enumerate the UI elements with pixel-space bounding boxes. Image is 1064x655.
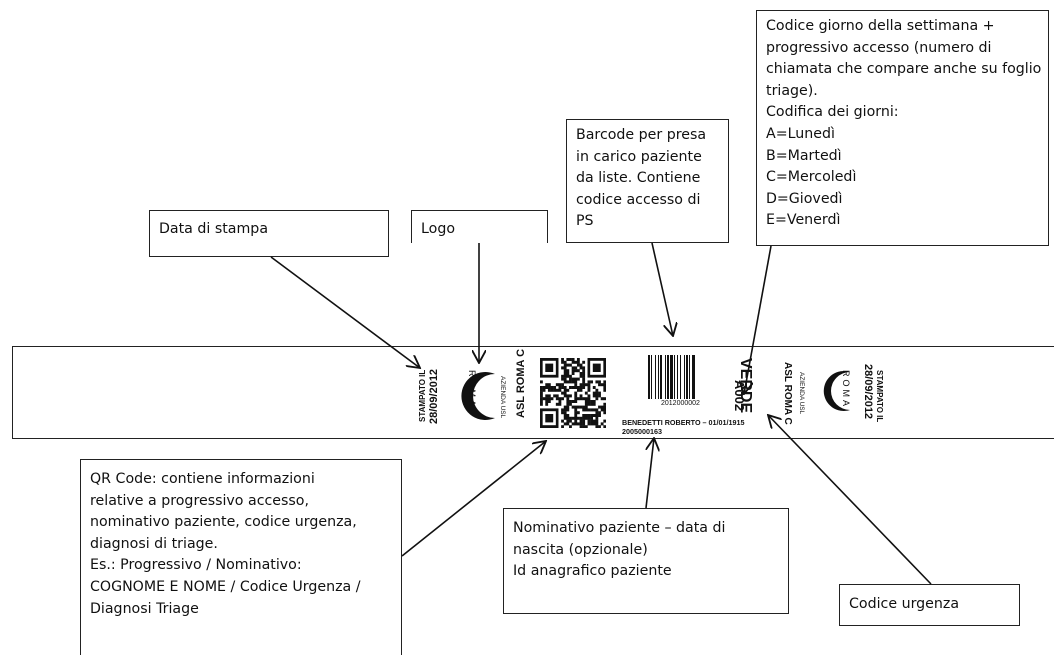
callout-line: progressivo accesso (numero di: [766, 39, 992, 56]
callout-line: da liste. Contiene: [576, 170, 701, 187]
callout-line: in carico paziente: [576, 148, 702, 165]
callout-line: Diagnosi Triage: [90, 600, 199, 617]
callout-line: QR Code: contiene informazioni: [90, 471, 315, 487]
arrow-nominativo: [645, 438, 654, 509]
callout-line: codice accesso di: [576, 191, 701, 208]
callout-text: Data di stampa: [159, 221, 269, 237]
barcode: [646, 355, 714, 407]
callout-text: Logo: [421, 221, 456, 237]
patient-name-birth: BENEDETTI ROBERTO – 01/01/1915: [622, 418, 745, 427]
callout-line: chiamata che compare anche su foglio: [766, 61, 1042, 78]
callout-line: nominativo paziente, codice urgenza,: [90, 514, 357, 531]
logo-right: [816, 366, 856, 416]
callout-line: B=Martedì: [766, 147, 842, 164]
callout-line: Id anagrafico paziente: [513, 563, 672, 580]
arrow-qr-code: [401, 441, 546, 557]
callout-line: PS: [576, 213, 594, 230]
arrow-codice-giorno: [744, 245, 772, 394]
callout-line: diagnosi di triage.: [90, 535, 218, 552]
barcode-number: 2012000002: [661, 400, 700, 407]
logo-left: [455, 366, 501, 426]
arrow-barcode: [651, 242, 673, 336]
arrow-codice-urgenza: [768, 415, 932, 585]
qr-code: [540, 358, 607, 429]
callout-line: Codice giorno della settimana +: [766, 18, 995, 34]
callout-line: COGNOME E NOME / Codice Urgenza /: [90, 578, 361, 595]
arrow-data-stampa: [270, 256, 420, 368]
callout-line: Codifica dei giorni:: [766, 104, 899, 121]
callout-barcode: Barcode per presa in carico paziente da …: [566, 119, 729, 243]
callout-line: triage).: [766, 82, 818, 99]
wristband: [12, 346, 1054, 439]
callout-qr-code: QR Code: contiene informazioni relative …: [80, 459, 402, 655]
callout-line: A=Lunedì: [766, 125, 835, 142]
callout-logo: Logo: [411, 210, 548, 243]
callout-text: Codice urgenza: [849, 596, 960, 612]
callout-codice-giorno: Codice giorno della settimana + progress…: [756, 10, 1049, 246]
patient-id: 2005000163: [622, 427, 662, 436]
callout-line: relative a progressivo accesso,: [90, 492, 309, 509]
callout-line: C=Mercoledì: [766, 169, 857, 186]
callout-line: nascita (opzionale): [513, 541, 648, 558]
callout-codice-urgenza: Codice urgenza: [839, 584, 1020, 626]
callout-line: Es.: Progressivo / Nominativo:: [90, 557, 302, 574]
callout-data-stampa: Data di stampa: [149, 210, 389, 257]
wristband-tail: [1040, 346, 1054, 439]
callout-line: E=Venerdì: [766, 212, 841, 229]
callout-line: Barcode per presa: [576, 127, 707, 143]
callout-nominativo: Nominativo paziente – data di nascita (o…: [503, 508, 789, 614]
callout-line: D=Giovedì: [766, 190, 843, 207]
callout-line: Nominativo paziente – data di: [513, 520, 726, 536]
